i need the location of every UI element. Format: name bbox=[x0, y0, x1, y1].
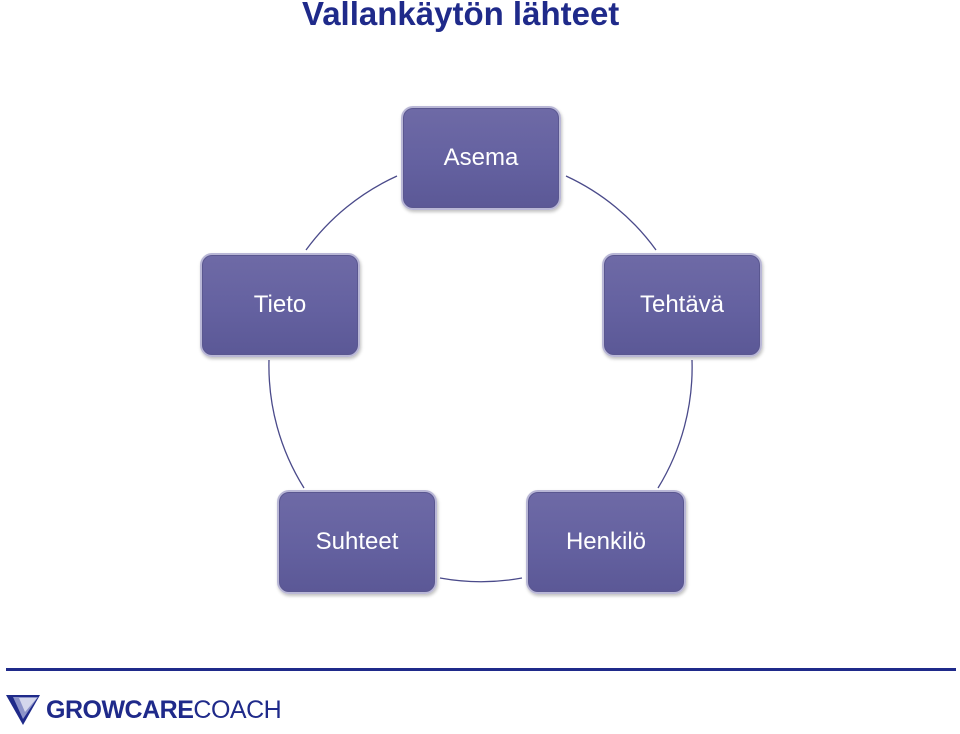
page-title: Vallankäytön lähteet bbox=[302, 0, 620, 32]
node-label: Henkilö bbox=[565, 528, 647, 555]
node-label: Tehtävä bbox=[639, 291, 725, 318]
connector-tehtava-henkilo bbox=[657, 359, 693, 489]
node-label: Asema bbox=[443, 144, 519, 171]
footer-divider bbox=[6, 668, 956, 671]
node-suhteet: Suhteet bbox=[277, 490, 437, 594]
connector-asema-tehtava bbox=[565, 175, 657, 251]
node-tieto: Tieto bbox=[200, 253, 360, 357]
brand-grow: GROW bbox=[46, 695, 125, 724]
brand-coach: COACH bbox=[193, 695, 282, 724]
node-label: Tieto bbox=[253, 291, 307, 318]
connector-suhteet-tieto bbox=[268, 359, 305, 489]
node-label: Suhteet bbox=[315, 528, 399, 555]
connector-henkilo-suhteet bbox=[439, 577, 523, 583]
brand-wordmark: GROWCARECOACH bbox=[46, 695, 282, 725]
brand-logo: GROWCARECOACH bbox=[4, 692, 282, 728]
node-henkilo: Henkilö bbox=[526, 490, 686, 594]
node-tehtava: Tehtävä bbox=[602, 253, 762, 357]
brand-triangle-icon bbox=[6, 695, 40, 725]
brand-care: CARE bbox=[124, 695, 194, 724]
connector-tieto-asema bbox=[305, 175, 398, 251]
node-asema: Asema bbox=[401, 106, 561, 210]
